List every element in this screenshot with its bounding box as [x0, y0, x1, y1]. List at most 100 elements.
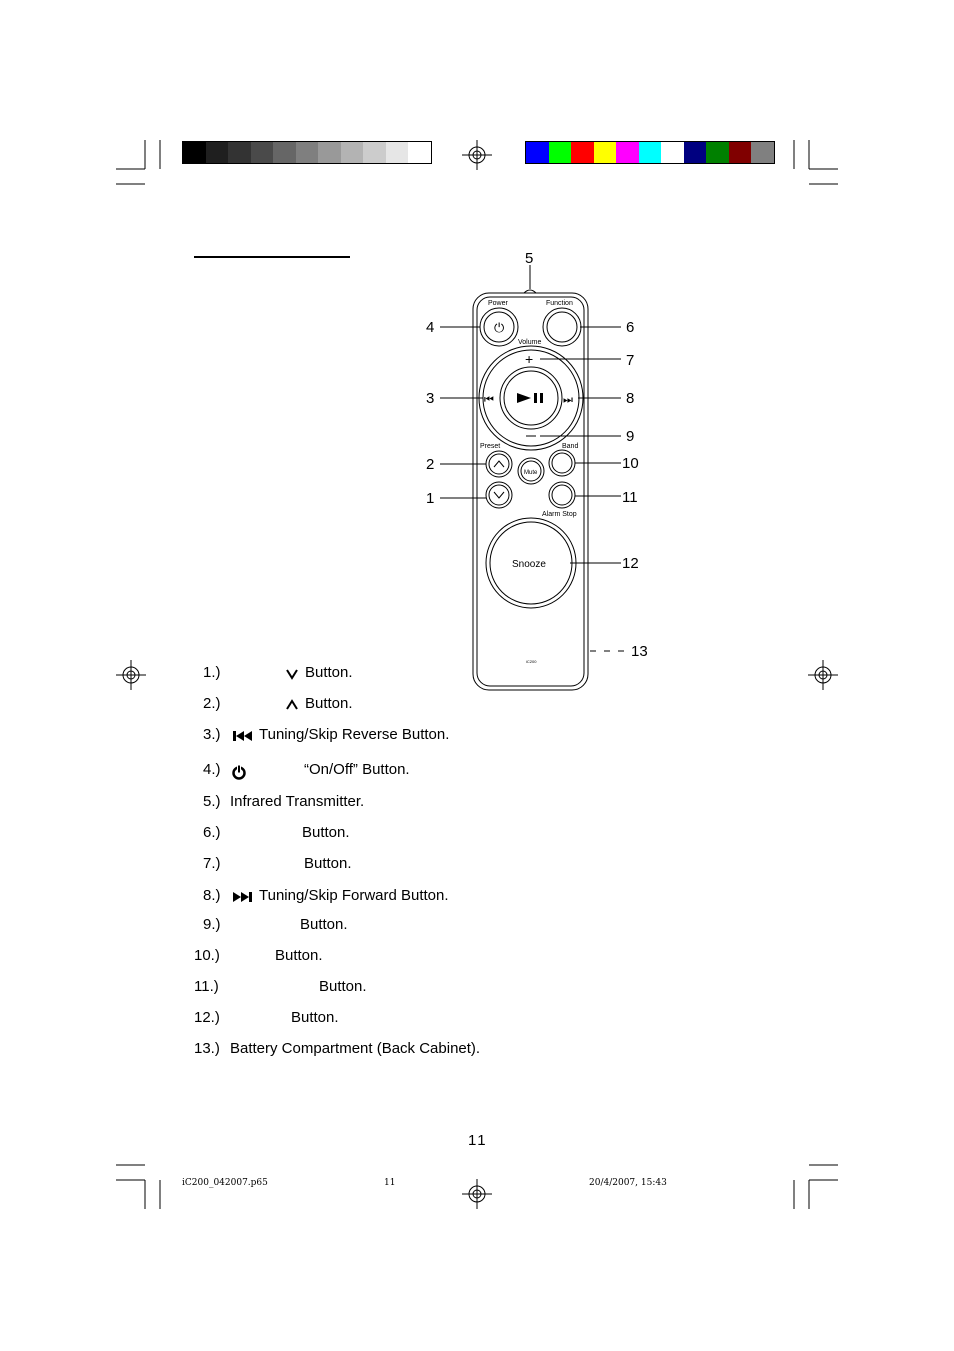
callout-4: 4	[426, 319, 434, 336]
color-swatch	[295, 142, 318, 163]
band-button	[548, 449, 576, 477]
color-swatch	[273, 142, 296, 163]
item-text: Infrared Transmitter.	[230, 793, 365, 810]
chevron-up-icon	[285, 698, 299, 716]
color-calibration-bar	[525, 141, 775, 164]
skip-forward-icon	[232, 890, 254, 908]
item-number: 1.)	[203, 664, 221, 681]
volume-label: Volume	[518, 339, 541, 346]
color-swatch	[638, 142, 661, 163]
callout-6: 6	[626, 319, 634, 336]
callout-2: 2	[426, 456, 434, 473]
callout-13: 13	[631, 643, 648, 660]
alarm-stop-button	[548, 481, 576, 509]
color-swatch	[228, 142, 251, 163]
chevron-down-icon	[285, 667, 299, 685]
color-swatch	[318, 142, 341, 163]
item-number: 12.)	[194, 1009, 220, 1026]
item-number: 5.)	[203, 793, 221, 810]
item-number: 4.)	[203, 761, 221, 778]
grayscale-color-bar	[182, 141, 432, 164]
item-text: Button.	[304, 855, 352, 872]
item-number: 8.)	[203, 887, 221, 904]
item-text: Button.	[319, 978, 367, 995]
callout-5: 5	[525, 250, 533, 267]
color-swatch	[183, 142, 206, 163]
item-text: Button.	[300, 916, 348, 933]
color-swatch	[205, 142, 228, 163]
color-swatch	[408, 142, 431, 163]
band-label: Band	[562, 443, 578, 450]
footer-datetime: 20/4/2007, 15:43	[589, 1178, 667, 1188]
color-swatch	[526, 142, 549, 163]
color-swatch	[751, 142, 774, 163]
item-number: 3.)	[203, 726, 221, 743]
power-label: Power	[488, 300, 509, 307]
color-swatch	[616, 142, 639, 163]
callout-8: 8	[626, 390, 634, 407]
item-text: Button.	[305, 695, 353, 712]
registration-mark-top	[462, 140, 492, 170]
callout-12: 12	[622, 555, 639, 572]
color-swatch	[250, 142, 273, 163]
registration-mark-bottom	[462, 1179, 492, 1209]
registration-mark-left	[116, 660, 146, 690]
color-swatch	[661, 142, 684, 163]
color-swatch	[683, 142, 706, 163]
page-number: 11	[468, 1132, 488, 1149]
callout-9: 9	[626, 428, 634, 445]
remote-control-diagram: Power Function ⏻ Volume + ⏮ ⏭ Preset Ban…	[426, 250, 648, 691]
mute-button: Mute	[517, 457, 545, 485]
item-text: Tuning/Skip Reverse Button.	[259, 726, 450, 743]
preset-up-button	[485, 450, 513, 478]
callout-11: 11	[622, 489, 638, 506]
color-swatch	[363, 142, 386, 163]
function-label: Function	[546, 300, 573, 307]
svg-text:⏻: ⏻	[494, 320, 504, 335]
footer-page: 11	[384, 1178, 396, 1188]
color-swatch	[571, 142, 594, 163]
skip-back-icon	[232, 729, 254, 747]
item-number: 6.)	[203, 824, 221, 841]
color-swatch	[385, 142, 408, 163]
color-swatch	[548, 142, 571, 163]
item-text: “On/Off” Button.	[304, 761, 410, 778]
item-number: 2.)	[203, 695, 221, 712]
callout-3: 3	[426, 390, 434, 407]
item-number: 10.)	[194, 947, 220, 964]
item-number: 9.)	[203, 916, 221, 933]
item-text: Button.	[305, 664, 353, 681]
color-swatch	[340, 142, 363, 163]
callout-1: 1	[426, 490, 434, 507]
callout-7: 7	[626, 352, 634, 369]
item-number: 7.)	[203, 855, 221, 872]
item-text: Button.	[275, 947, 323, 964]
alarm-stop-label: Alarm Stop	[542, 511, 577, 518]
function-button	[542, 307, 582, 347]
item-text: Tuning/Skip Forward Button.	[259, 887, 449, 904]
preset-label: Preset	[480, 443, 500, 450]
snooze-label: Snooze	[512, 559, 546, 570]
registration-mark-right	[808, 660, 838, 690]
item-text: Button.	[302, 824, 350, 841]
color-swatch	[593, 142, 616, 163]
power-icon	[231, 764, 247, 785]
color-swatch	[706, 142, 729, 163]
item-number: 13.)	[194, 1040, 220, 1057]
svg-text:⏮: ⏮	[484, 394, 494, 406]
mute-label: Mute	[524, 470, 538, 476]
logo-label: iC200	[526, 659, 537, 664]
snooze-button: Snooze	[485, 517, 577, 609]
item-text: Battery Compartment (Back Cabinet).	[230, 1040, 481, 1057]
callout-10: 10	[622, 455, 639, 472]
item-text: Button.	[291, 1009, 339, 1026]
footer-filename: iC200_042007.p65	[182, 1178, 268, 1188]
infrared-transmitter	[523, 289, 537, 294]
item-number: 11.)	[194, 978, 219, 995]
remote-body	[472, 292, 589, 691]
svg-text:+: +	[525, 351, 533, 367]
preset-down-button	[485, 481, 513, 509]
color-swatch	[728, 142, 751, 163]
